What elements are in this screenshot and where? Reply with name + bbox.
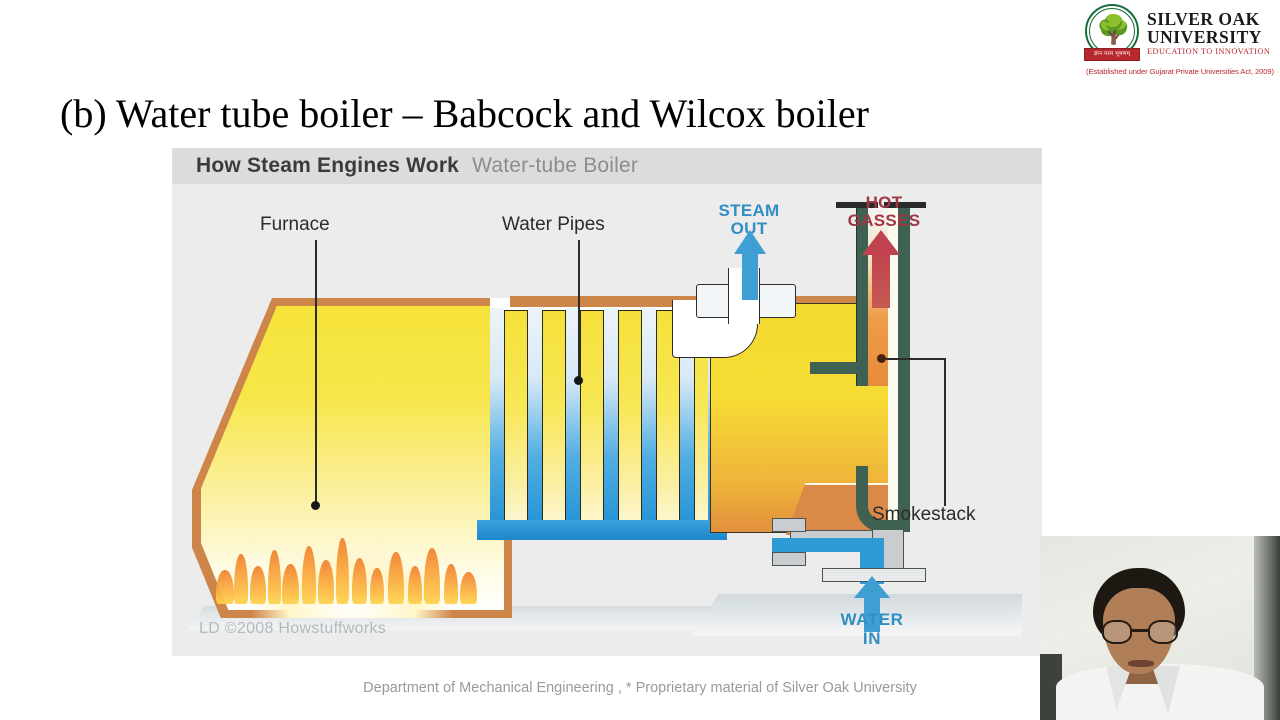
smokestack-gap xyxy=(888,206,900,536)
water-tube xyxy=(504,310,528,522)
label-water-in-line1: WATER xyxy=(840,610,904,629)
flame xyxy=(424,548,440,604)
label-hot-gasses-line1: HOT xyxy=(865,193,903,212)
callout-line-furnace xyxy=(315,240,317,506)
boiler-diagram: How Steam Engines Work Water-tube Boiler xyxy=(172,148,1042,656)
tube-water-channel xyxy=(642,306,656,534)
water-tube xyxy=(542,310,566,522)
flame xyxy=(408,566,422,604)
callout-line-water-pipes xyxy=(578,240,580,380)
hot-gasses-arrow-icon xyxy=(862,230,900,308)
arrow-head xyxy=(734,230,766,254)
flame xyxy=(460,572,477,604)
feedwater-stub-upper xyxy=(772,518,806,532)
presenter-webcam-overlay[interactable] xyxy=(1040,536,1280,720)
water-tube xyxy=(618,310,642,522)
glasses-lens-right xyxy=(1148,620,1178,644)
logo-title-line2: UNIVERSITY xyxy=(1147,27,1262,47)
label-hot-gasses: HOT GASSES xyxy=(832,194,936,230)
flame xyxy=(352,558,367,604)
feedwater-flow-horizontal xyxy=(772,538,884,552)
logo-title-line1: SILVER OAK xyxy=(1147,9,1260,29)
diagram-credit: LD ©2008 Howstuffworks xyxy=(199,620,387,637)
smokestack-cap-left xyxy=(836,202,878,208)
arrow-shaft xyxy=(864,596,880,632)
flame xyxy=(234,554,248,604)
diagram-header-subtitle: Water-tube Boiler xyxy=(472,154,639,177)
water-tube xyxy=(580,310,604,522)
callout-dot-water-pipes xyxy=(574,376,583,385)
university-logo: 🌳 ज्ञान परम भूषणम् SILVER OAK UNIVERSITY… xyxy=(1082,2,1278,84)
flame xyxy=(318,560,334,604)
slide-footer: Department of Mechanical Engineering , *… xyxy=(363,680,917,696)
label-smokestack: Smokestack xyxy=(872,504,976,525)
seal-ribbon: ज्ञान परम भूषणम् xyxy=(1084,48,1140,61)
water-in-arrow-icon xyxy=(854,576,890,632)
label-furnace: Furnace xyxy=(260,214,330,235)
tube-water-channel xyxy=(490,306,504,534)
label-water-in-line2: IN xyxy=(862,629,882,648)
tube-water-channel xyxy=(604,306,618,534)
label-steam-out-line1: STEAM xyxy=(718,201,780,220)
callout-line-smokestack-h xyxy=(884,358,946,360)
callout-line-smokestack-v xyxy=(944,358,946,506)
arrow-head xyxy=(862,230,900,255)
tree-icon: 🌳 xyxy=(1096,14,1131,45)
university-seal-icon: 🌳 ज्ञान परम भूषणम् xyxy=(1082,3,1142,63)
flame xyxy=(216,570,234,604)
flame xyxy=(282,564,299,604)
flue-gas-duct xyxy=(810,362,858,374)
logo-established-note: (Established under Gujarat Private Unive… xyxy=(1086,67,1274,76)
label-water-pipes: Water Pipes xyxy=(502,214,605,235)
presenter-mouth xyxy=(1128,660,1154,667)
label-hot-gasses-line2: GASSES xyxy=(847,211,921,230)
lower-header-water xyxy=(477,520,727,540)
arrow-shaft xyxy=(742,252,758,300)
steam-out-arrow-icon xyxy=(734,230,766,300)
smokestack-cap-right xyxy=(884,202,926,208)
diagram-header-title: How Steam Engines Work xyxy=(196,154,460,177)
glasses-lens-left xyxy=(1102,620,1132,644)
smokestack-wall-right xyxy=(898,204,910,524)
arrow-shaft xyxy=(872,252,890,308)
furnace-flames xyxy=(212,526,484,610)
tube-water-channel xyxy=(680,306,694,534)
glasses-bridge xyxy=(1132,629,1148,632)
arrow-head xyxy=(854,576,890,598)
glasses-icon xyxy=(1102,620,1178,644)
flame xyxy=(268,550,281,604)
slide-title: (b) Water tube boiler – Babcock and Wilc… xyxy=(60,91,869,136)
callout-dot-smokestack xyxy=(877,354,886,363)
callout-dot-furnace xyxy=(311,501,320,510)
label-water-in: WATER IN xyxy=(820,610,924,648)
flame xyxy=(250,566,266,604)
logo-row: 🌳 ज्ञान परम भूषणम् SILVER OAK UNIVERSITY… xyxy=(1082,2,1278,64)
diagram-header-bar: How Steam Engines Work Water-tube Boiler xyxy=(172,148,1042,184)
flame xyxy=(302,546,316,604)
logo-wordmark: SILVER OAK UNIVERSITY EDUCATION TO INNOV… xyxy=(1142,10,1278,56)
flame xyxy=(444,564,458,604)
tube-water-channel xyxy=(566,306,580,534)
feedwater-stub-lower xyxy=(772,552,806,566)
smokestack-base-bend xyxy=(856,466,910,532)
flame xyxy=(388,552,404,604)
logo-tagline: EDUCATION TO INNOVATION xyxy=(1147,47,1271,56)
tube-water-channel xyxy=(528,306,542,534)
ground-shadow-secondary xyxy=(692,594,1022,636)
flame xyxy=(370,568,384,604)
flame xyxy=(336,538,349,604)
